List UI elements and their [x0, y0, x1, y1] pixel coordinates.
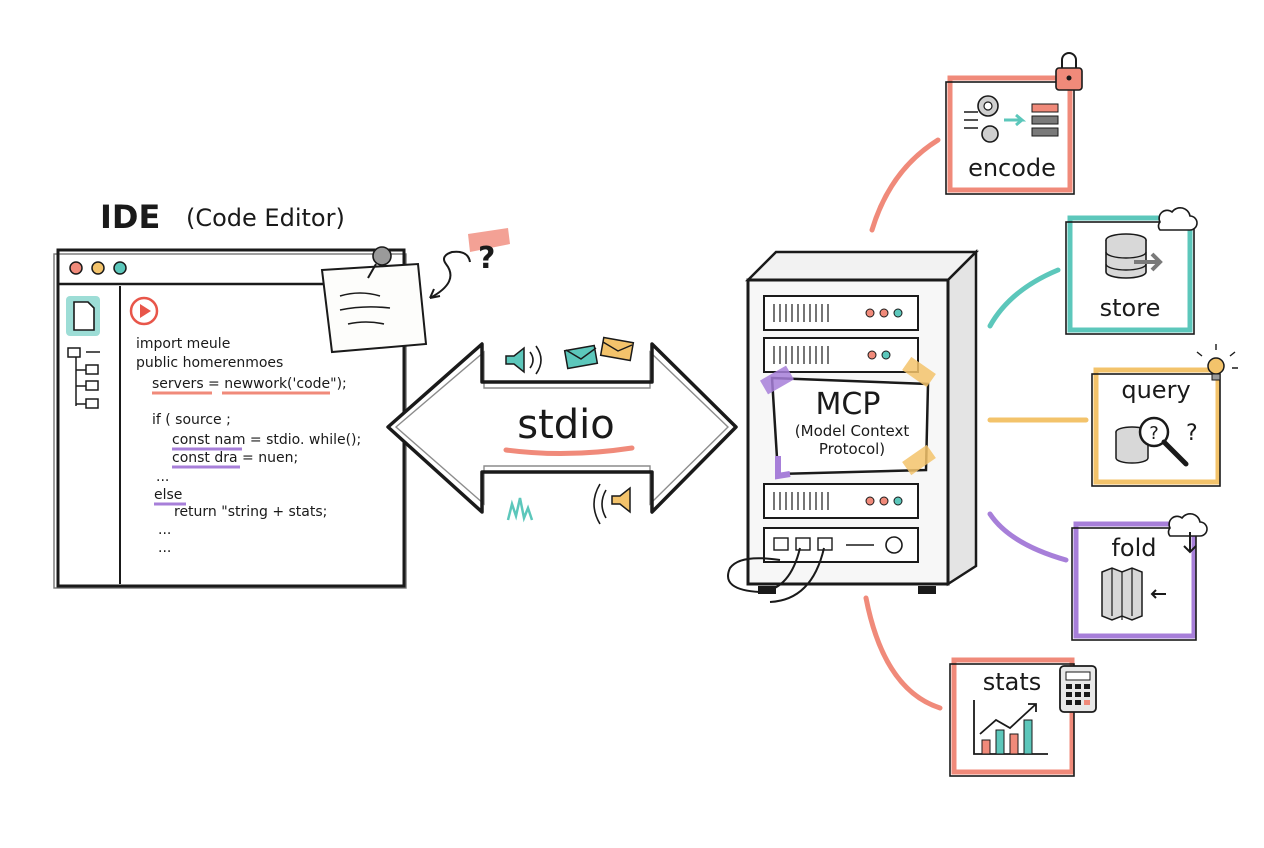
- mcp-subtitle-line1: (Model Context: [795, 422, 910, 440]
- speaker-icon: [505, 345, 542, 375]
- connector-fold: [987, 511, 1069, 563]
- connector-stats: [863, 595, 943, 711]
- code-line: const dra = nuen;: [172, 450, 298, 466]
- code-line: servers = newwork('code");: [152, 376, 347, 392]
- server-unit: [763, 337, 919, 373]
- server-unit: [763, 295, 919, 331]
- tool-label-fold: fold: [1111, 534, 1156, 562]
- code-line: const nam = stdio. while();: [172, 432, 361, 448]
- connectors: [863, 137, 1089, 711]
- folded-paper-icon: [1101, 567, 1166, 621]
- mcp-server: MCP (Model Context Protocol): [727, 248, 980, 603]
- server-unit: [763, 527, 919, 563]
- database-search-icon: ? ?: [1115, 416, 1198, 467]
- query-badge: ?: [1149, 423, 1159, 444]
- code-block: import meule public homerenmoes servers …: [136, 336, 361, 556]
- mcp-subtitle-line2: Protocol): [819, 440, 885, 458]
- tool-label-query: query: [1121, 376, 1190, 404]
- tool-label-store: store: [1100, 294, 1161, 322]
- pushpin-icon: [367, 246, 392, 279]
- code-line: else: [154, 487, 182, 503]
- stdio-arrow: stdio: [386, 336, 738, 525]
- speaker-icon: [593, 483, 631, 525]
- lightbulb-icon: [1196, 344, 1238, 381]
- server-unit: [763, 483, 919, 519]
- code-line: import meule: [136, 336, 230, 352]
- cloud-icon: [1157, 207, 1198, 231]
- code-line: ...: [156, 469, 169, 485]
- query-question-icon: ?: [1186, 421, 1198, 446]
- code-line: ...: [158, 522, 171, 538]
- close-dot-icon[interactable]: [69, 261, 83, 275]
- tool-card-fold[interactable]: fold: [1071, 513, 1208, 641]
- mcp-title: MCP: [816, 387, 881, 422]
- tool-card-store[interactable]: store: [1065, 207, 1198, 335]
- bar-chart-icon: [973, 700, 1048, 755]
- cloud-download-icon: [1167, 513, 1208, 554]
- database-icon: [1105, 233, 1163, 279]
- code-line: public homerenmoes: [136, 355, 283, 371]
- ide-group: IDE (Code Editor): [53, 198, 510, 589]
- stdio-label: stdio: [517, 402, 615, 448]
- power-button-icon: [885, 536, 903, 554]
- tool-card-stats[interactable]: stats: [949, 657, 1097, 777]
- lock-icon: [1055, 52, 1083, 91]
- connector-encode: [869, 137, 941, 233]
- ide-title: IDE: [100, 198, 160, 236]
- file-icon[interactable]: [66, 296, 100, 336]
- calculator-icon: [1059, 665, 1097, 713]
- envelope-icon: [563, 336, 635, 370]
- tool-card-query[interactable]: query ? ?: [1091, 344, 1238, 487]
- tool-label-encode: encode: [968, 154, 1056, 182]
- question-mark-icon: ?: [478, 241, 495, 276]
- folder-tree-icon[interactable]: [67, 347, 100, 409]
- maximize-dot-icon[interactable]: [113, 261, 127, 275]
- tool-card-encode[interactable]: encode: [945, 52, 1083, 195]
- code-line: ...: [158, 540, 171, 556]
- code-line: if ( source ;: [152, 412, 231, 428]
- run-button[interactable]: [129, 296, 159, 326]
- sticky-note: ?: [320, 228, 510, 354]
- ide-subtitle: (Code Editor): [186, 204, 345, 232]
- connector-store: [987, 267, 1061, 329]
- minimize-dot-icon[interactable]: [91, 261, 105, 275]
- signal-icon: [506, 497, 534, 523]
- code-line: return "string + stats;: [174, 504, 327, 520]
- tool-label-stats: stats: [983, 668, 1042, 696]
- mcp-label-card: MCP (Model Context Protocol): [760, 356, 936, 480]
- gear-icon: [964, 95, 1059, 143]
